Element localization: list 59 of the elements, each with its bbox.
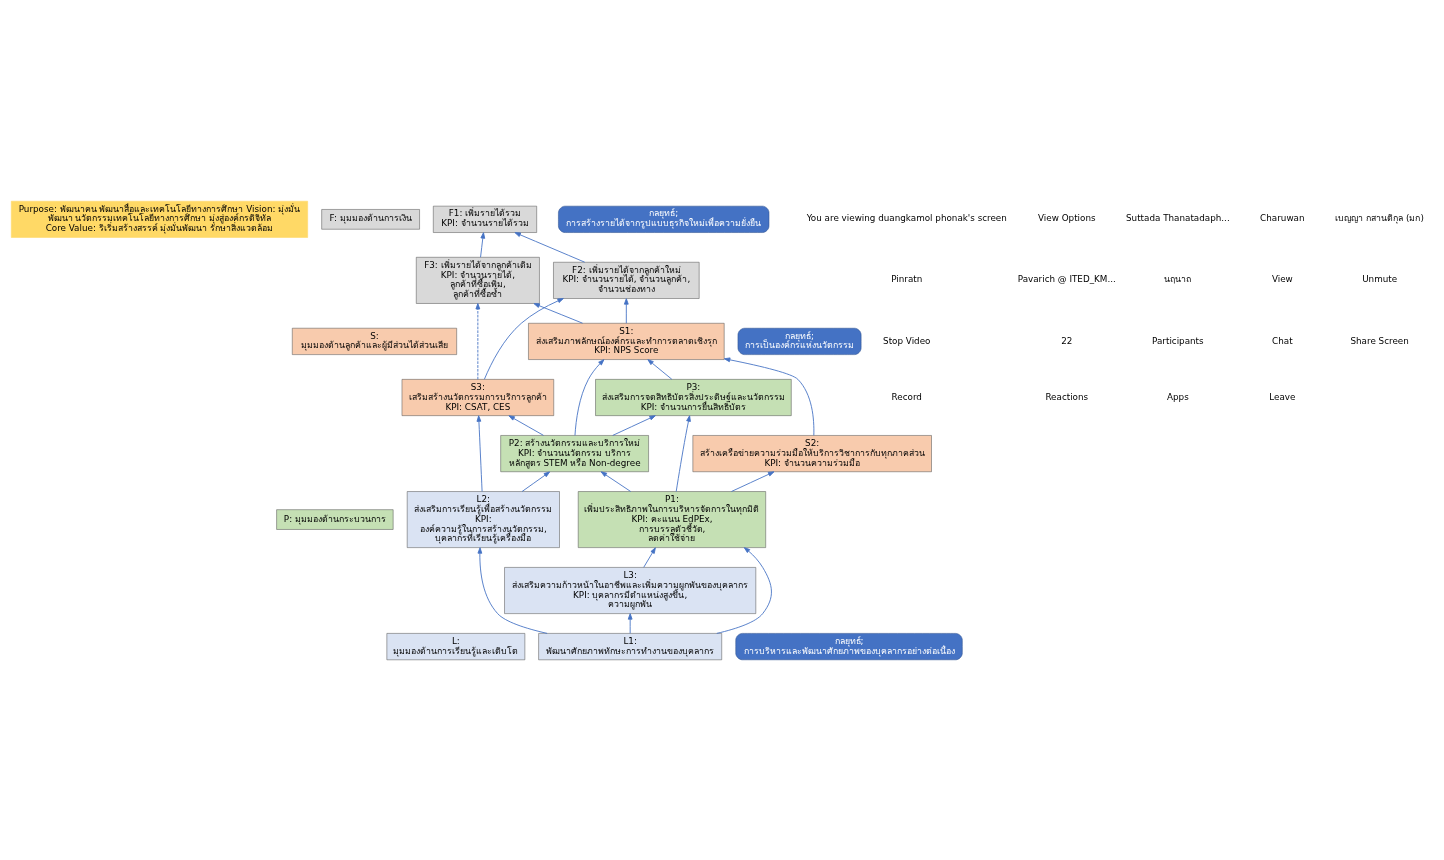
- label: Pavarich @ ITED_KM...: [1017, 273, 1116, 284]
- label: Participants: [1152, 335, 1204, 346]
- node-box: S3: เสริมสร้างนวัตกรรมการบริการลูกค้า KPI: CSAT, CES: [401, 378, 554, 416]
- label: Share Screen: [1350, 335, 1409, 346]
- arrow: [716, 546, 772, 634]
- label: เบญญา กสานติกุล (มก): [1335, 212, 1424, 223]
- node-box: S1: ส่งเสริมภาพลักษณ์องค์กรและทำการตลาดเชิงรุก KPI: NPS Score: [528, 322, 725, 360]
- arrow: [480, 231, 486, 258]
- label: นฤนาถ: [1164, 273, 1192, 284]
- label: Chat: [1272, 335, 1293, 346]
- node-box: กลยุทธ์; การบริหารและพัฒนาศักยภาพของบุคลากรอย่างต่อเนื่อง: [735, 632, 963, 660]
- node-box: P2: สร้างนวัตกรรมและบริการใหม่ KPI: จำนวนนวัตกรรม บริการ หลักสูตร STEM หรือ Non-degree: [500, 434, 649, 472]
- node-box: L1: พัฒนาศักยภาพทักษะการทำงานของบุคลากร: [538, 632, 722, 660]
- node-box: P3: ส่งเสริมการจดสิทธิบัตรสิ่งประดิษฐ์และนวัตกรรม KPI: จำนวนการยื่นสิทธิบัตร: [595, 378, 792, 416]
- node-box: กลยุทธ์; การเป็นองค์กรแห่งนวัตกรรม: [737, 327, 862, 355]
- label: Suttada Thanatadaph...: [1126, 212, 1230, 223]
- arrow: [623, 297, 629, 324]
- node-box: F3: เพิ่มรายได้จากลูกค้าเดิม KPI: จำนวนรายได้, ลูกค้าที่ซื้อเพิ่ม, ลูกค้าที่ซื้อซ้ำ: [416, 256, 540, 304]
- label: Record: [891, 391, 922, 402]
- label: Leave: [1269, 391, 1296, 402]
- arrow: [600, 470, 632, 492]
- label: Pinratn: [891, 273, 923, 284]
- node-box: L: มุมมองด้านการเรียนรู้และเติบโต: [386, 632, 526, 660]
- arrow: [476, 414, 483, 492]
- arrow: [521, 471, 551, 492]
- node-box: L2: ส่งเสริมการเรียนรู้เพื่อสร้างนวัตกรรม KPI: องค์ความรู้ในการสร้างนวัตกรรม, บุคลากรที่เรียนรู้เครื่องมือ: [406, 490, 560, 548]
- arrow: [508, 414, 544, 436]
- arrow: [647, 358, 673, 380]
- arrow: [514, 231, 586, 263]
- node-box: P: มุมมองด้านกระบวนการ: [276, 508, 394, 530]
- label: View: [1271, 273, 1293, 284]
- label: Stop Video: [883, 335, 931, 346]
- arrow: [533, 302, 584, 324]
- node-box: S2: สร้างเครือข่ายความร่วมมือให้บริการวิชาการกับทุกภาคส่วน KPI: จำนวนความร่วมมือ: [692, 434, 932, 472]
- arrow: [483, 297, 564, 380]
- node-box: S: มุมมองด้านลูกค้าและผู้มีส่วนได้ส่วนเสีย: [292, 327, 457, 355]
- label: Unmute: [1362, 273, 1398, 284]
- node-box: F: มุมมองด้านการเงิน: [321, 208, 420, 229]
- label: You are viewing duangkamol phonak's screen: [806, 212, 1007, 223]
- node-box: P1: เพิ่มประสิทธิภาพในการบริหารจัดการในทุกมิติ KPI: คะแนน EdPEx, การบรรลุตัวชี้วัด, ลดค่าใช้จ่าย: [577, 490, 766, 548]
- arrow: [723, 356, 815, 436]
- label: Apps: [1166, 391, 1189, 402]
- node-box: F1: เพิ่มรายได้รวม KPI: จำนวนรายได้รวม: [433, 205, 537, 233]
- label: View Options: [1038, 212, 1096, 223]
- label: 22: [1061, 335, 1073, 346]
- arrow: [477, 546, 548, 634]
- arrow: [574, 358, 605, 436]
- label: Reactions: [1045, 391, 1089, 402]
- label: Charuwan: [1260, 212, 1305, 223]
- arrow: [475, 302, 481, 380]
- node-box: กลยุทธ์; การสร้างรายได้จากรูปแบบธุรกิจใหม่เพื่อความยั่งยืน: [558, 205, 770, 233]
- arrow: [643, 546, 656, 568]
- node-box: L3: ส่งเสริมความก้าวหน้าในอาชีพและเพิ่มความผูกพันของบุคลากร KPI: บุคลากรมีตำแหน่งสูงขึ้น, ความผูกพัน: [504, 566, 757, 614]
- arrow: [675, 414, 691, 492]
- arrow: [612, 414, 656, 436]
- node-box: Purpose: พัฒนาคน พัฒนาสื่อและเทคโนโลยีทางการศึกษา Vision: มุ่งมั่น พัฒนา นวัตกรรมเทคโนโลยีทางการศึกษา มุ่งสู่องค์กรดิจิทัล Core Value: ริเริ่มสร้างสรรค์ มุ่งมั่นพัฒนา รักษาสิ่งแวดล้อม: [11, 200, 308, 238]
- arrow: [627, 612, 633, 634]
- node-box: F2: เพิ่มรายได้จากลูกค้าใหม่ KPI: จำนวนรายได้, จำนวนลูกค้า, จำนวนช่องทาง: [553, 261, 700, 299]
- arrow: [730, 470, 775, 492]
